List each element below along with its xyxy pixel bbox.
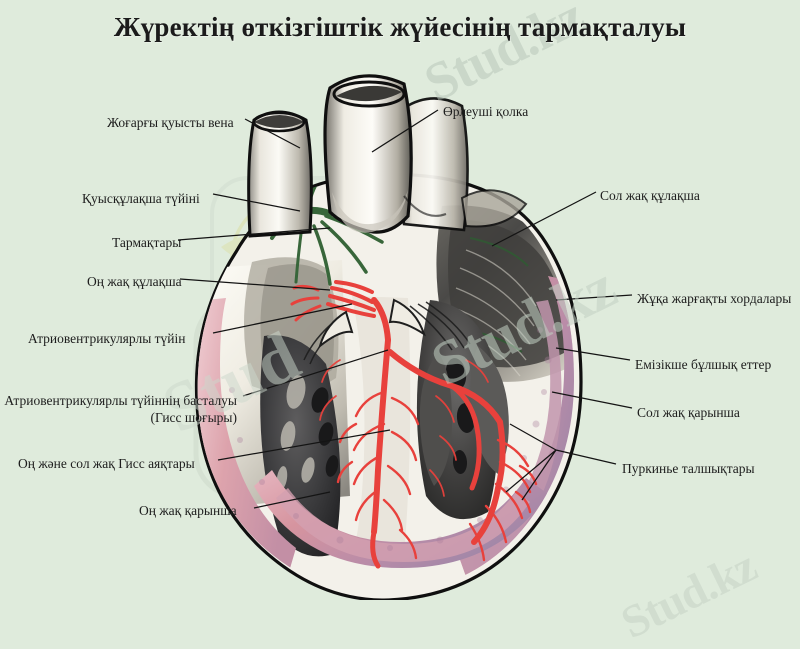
leader-right-atrium bbox=[179, 278, 331, 291]
label-left-ventricle: Сол жақ қарынша bbox=[637, 405, 740, 420]
label-right-atrium: Оң жақ құлақша bbox=[87, 274, 182, 289]
label-sinoatrial-node: Қуысқұлақша түйіні bbox=[82, 191, 200, 206]
diagram-canvas: Stud Stud.kz Stud.kz Stud.kz Жүректің өт… bbox=[4, 0, 792, 648]
label-av-node: Атриовентрикулярлы түйін bbox=[28, 331, 186, 346]
label-bundle-branches: Оң және сол жақ Гисс аяқтары bbox=[18, 456, 195, 471]
leader-lines bbox=[177, 109, 633, 509]
label-right-ventricle: Оң жақ қарынша bbox=[139, 503, 237, 518]
leader-right-ventricle bbox=[253, 491, 331, 509]
label-chordae-tendineae: Жұқа жарғақты хордалары bbox=[637, 291, 792, 306]
label-branches: Тармақтары bbox=[112, 235, 182, 250]
leader-superior-vena-cava bbox=[244, 118, 301, 149]
leader-purkinje-a bbox=[509, 423, 557, 451]
page-title: Жүректің өткізгіштік жүйесінің тармақтал… bbox=[113, 12, 687, 42]
valve-leaflets bbox=[318, 298, 426, 349]
leader-av-node bbox=[212, 303, 353, 334]
label-purkinje-fibers: Пуркинье талшықтары bbox=[622, 461, 755, 476]
label-his-bundle: Атриовентрикулярлы түйіннің басталуы (Ги… bbox=[4, 393, 237, 425]
label-ascending-aorta: Өрлеуші қолка bbox=[443, 104, 529, 119]
conduction-pathway-red bbox=[290, 280, 538, 569]
leader-purkinje-main bbox=[555, 449, 617, 465]
label-papillary-muscles: Емізікше бұлшық еттер bbox=[635, 357, 772, 372]
leader-papillary-muscles bbox=[555, 347, 631, 361]
leader-purkinje-c bbox=[521, 449, 557, 501]
label-left-atrium: Сол жақ құлақша bbox=[600, 188, 700, 203]
leader-ascending-aorta bbox=[371, 109, 439, 153]
leader-chordae bbox=[555, 294, 633, 301]
leader-sa-node bbox=[212, 193, 301, 212]
leader-his-bundle bbox=[242, 349, 389, 397]
leader-branches bbox=[177, 227, 331, 241]
leader-left-atrium bbox=[491, 191, 597, 247]
great-vessels bbox=[247, 74, 528, 238]
leader-bundle-branches bbox=[217, 429, 391, 461]
heart-illustration bbox=[177, 74, 633, 600]
leader-purkinje-b bbox=[505, 449, 557, 493]
label-superior-vena-cava: Жоғарғы қуысты вена bbox=[107, 115, 234, 130]
leader-left-ventricle bbox=[551, 391, 633, 409]
